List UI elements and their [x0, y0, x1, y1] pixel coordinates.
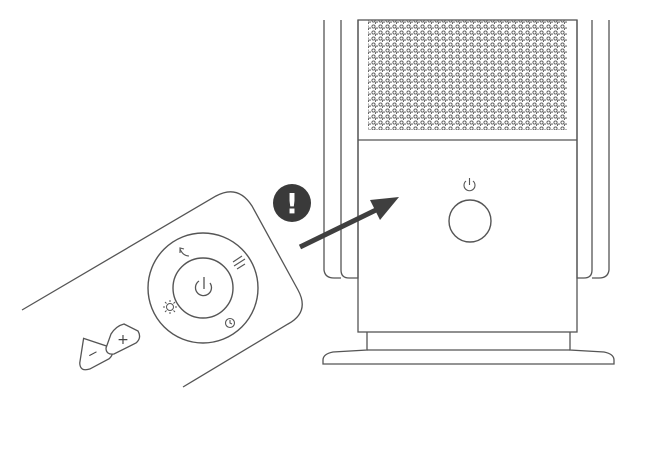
remote-wind-mode-icon[interactable] [232, 255, 246, 270]
device-right-panel [576, 20, 593, 279]
remote-control-ring [147, 232, 259, 344]
remote-oscillation-icon[interactable] [179, 247, 190, 257]
device-left-inner-edge [323, 20, 341, 279]
remote-timer-icon[interactable] [224, 317, 236, 329]
device-base [322, 332, 615, 365]
device-power-button[interactable] [448, 199, 492, 243]
warning-symbol: ! [286, 187, 299, 220]
remote-body [21, 191, 303, 388]
remote-light-icon[interactable] [163, 300, 177, 314]
remote-power-icon [194, 277, 213, 297]
device-grille [368, 20, 567, 130]
warning-icon: ! [273, 184, 311, 222]
remote-plus-label: + [117, 332, 129, 348]
device-left-panel [340, 20, 359, 279]
signal-arrow-icon [298, 197, 399, 250]
remote-power-button[interactable] [172, 257, 234, 319]
device-power-icon [463, 178, 476, 192]
device [322, 19, 615, 365]
remote-plus-button[interactable]: + [105, 323, 141, 355]
remote-control [21, 191, 303, 388]
device-right-inner-edge [592, 20, 610, 279]
